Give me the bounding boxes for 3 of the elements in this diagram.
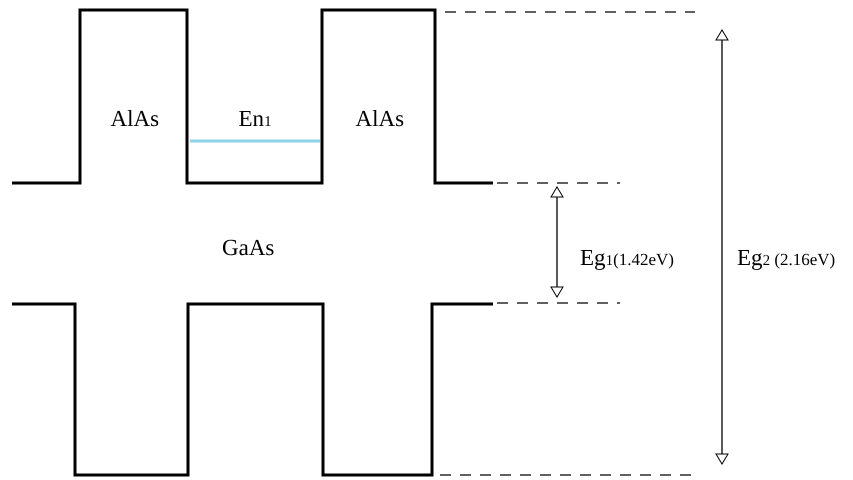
material-label: AlAs <box>110 106 160 130</box>
material-label: GaAs <box>222 236 274 258</box>
material-label: AlAs <box>356 106 404 130</box>
